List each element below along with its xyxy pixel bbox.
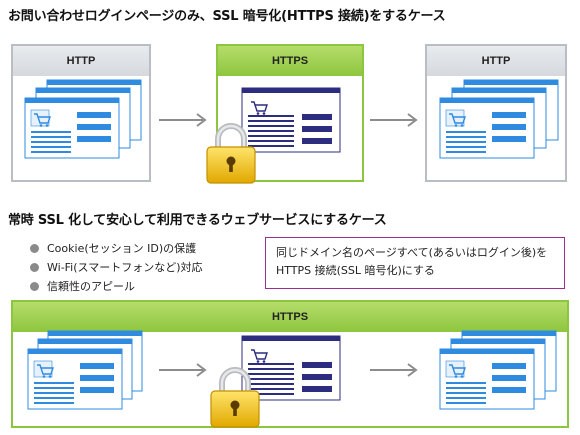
browser-window-icon	[241, 87, 341, 153]
browser-window-icon	[439, 79, 559, 159]
browser-window-icon	[439, 330, 557, 410]
panel-label: HTTPS	[13, 302, 567, 332]
panel-label: HTTP	[427, 46, 565, 76]
note-line-1: 同じドメイン名のページすべて(あるいはログイン後)を	[276, 246, 548, 259]
benefit-text: Wi-Fi(スマートフォンなど)対応	[47, 261, 203, 274]
note-box: 同じドメイン名のページすべて(あるいはログイン後)を HTTPS 接続(SSL …	[265, 237, 565, 289]
benefit-list: Cookie(セッション ID)の保護 Wi-Fi(スマートフォンなど)対応 信…	[30, 239, 203, 296]
note-line-2: HTTPS 接続(SSL 暗号化)にする	[276, 264, 435, 277]
arrow-right-icon	[158, 363, 206, 377]
arrow-right-icon	[158, 113, 206, 127]
section1-heading: お問い合わせログインページのみ、SSL 暗号化(HTTPS 接続)をするケース	[8, 9, 446, 24]
benefit-item: 信頼性のアピール	[30, 277, 203, 296]
browser-window-icon	[27, 330, 143, 410]
bullet-dot-icon	[30, 263, 39, 272]
browser-window-icon	[241, 335, 341, 401]
benefit-item: Wi-Fi(スマートフォンなど)対応	[30, 258, 203, 277]
arrow-right-icon	[369, 363, 417, 377]
panel-label: HTTP	[13, 46, 149, 76]
section2-heading: 常時 SSL 化して安心して利用できるウェブサービスにするケース	[8, 213, 387, 228]
arrow-right-icon	[369, 113, 417, 127]
browser-window-icon	[24, 79, 142, 159]
benefit-text: Cookie(セッション ID)の保護	[47, 242, 197, 255]
panel-label: HTTPS	[218, 46, 362, 76]
bullet-dot-icon	[30, 244, 39, 253]
benefit-text: 信頼性のアピール	[47, 280, 135, 293]
bullet-dot-icon	[30, 282, 39, 291]
benefit-item: Cookie(セッション ID)の保護	[30, 239, 203, 258]
